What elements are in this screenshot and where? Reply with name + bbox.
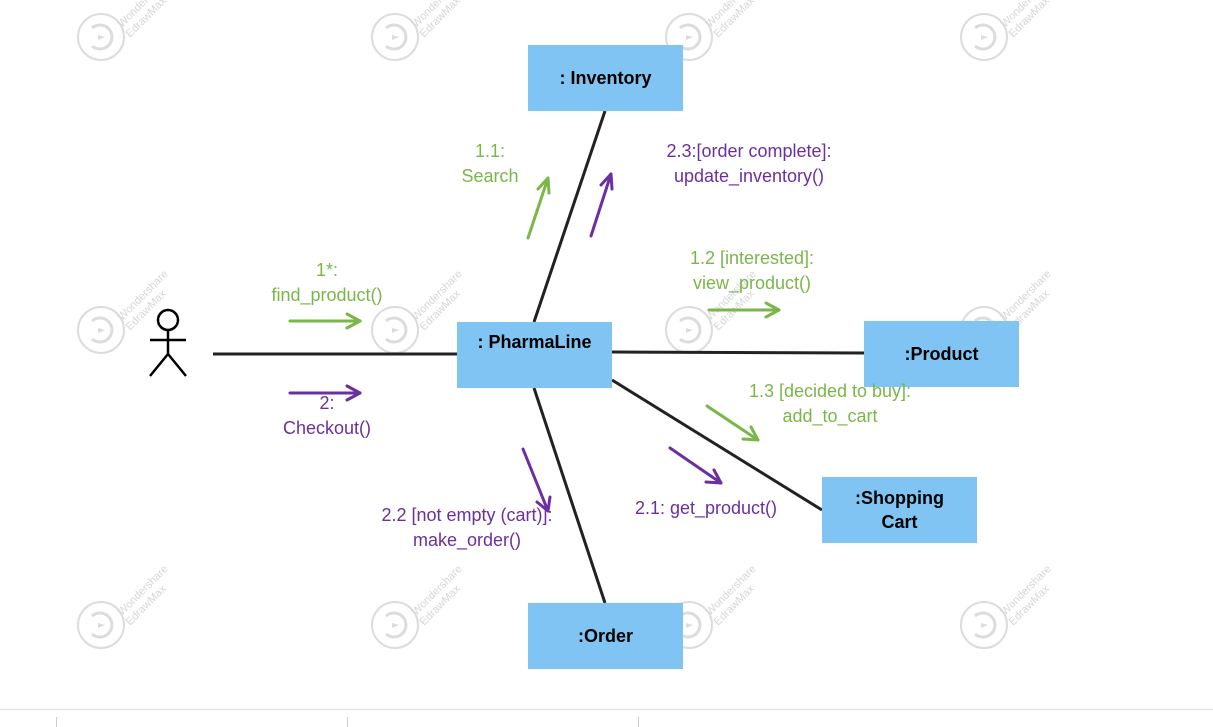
message-find-product-name: find_product()	[271, 285, 383, 305]
message-make-order-name: make_order()	[412, 530, 522, 550]
message-find-product: 1*: find_product()	[262, 258, 392, 308]
arrow-checkout	[288, 384, 362, 402]
message-view-product-number: 1.2 [interested]:	[689, 248, 815, 268]
node-order[interactable]: :Order	[528, 603, 683, 669]
message-update-inventory: 2.3:[order complete]: update_inventory()	[640, 139, 858, 189]
message-make-order-number: 2.2 [not empty (cart)]:	[381, 505, 553, 525]
message-find-product-number: 1*:	[315, 260, 339, 280]
message-view-product: 1.2 [interested]: view_product()	[672, 246, 832, 296]
message-update-inventory-number: 2.3:[order complete]:	[666, 141, 832, 161]
node-shopping-cart[interactable]: :Shopping Cart	[822, 477, 977, 543]
link-pharmaline-inventory[interactable]	[532, 110, 607, 323]
stick-figure-icon[interactable]	[149, 308, 187, 377]
node-shopping-cart-label-line2: Cart	[881, 512, 918, 532]
node-pharmaline-label: : PharmaLine	[477, 332, 592, 352]
message-checkout-name: Checkout()	[282, 418, 372, 438]
message-search-name: Search	[461, 166, 519, 186]
message-search: 1.1: Search	[440, 139, 540, 189]
message-make-order: 2.2 [not empty (cart)]: make_order()	[358, 503, 576, 553]
message-checkout: 2: Checkout()	[262, 391, 392, 441]
message-get-product-label: 2.1: get_product()	[634, 498, 778, 518]
arrow-update-inventory	[589, 172, 614, 238]
page-bottom-divider	[0, 709, 1213, 710]
page-ruler-tick	[56, 717, 57, 727]
arrow-find-product	[288, 312, 362, 330]
message-add-to-cart-name: add_to_cart	[782, 406, 878, 426]
node-product[interactable]: :Product	[864, 321, 1019, 387]
arrow-make-order	[521, 447, 552, 513]
node-inventory[interactable]: : Inventory	[528, 45, 683, 111]
node-shopping-cart-label-line1: :Shopping	[855, 488, 944, 508]
message-add-to-cart: 1.3 [decided to buy]: add_to_cart	[735, 379, 925, 429]
message-update-inventory-name: update_inventory()	[673, 166, 825, 186]
page-ruler-tick	[638, 717, 639, 727]
page-ruler-tick	[347, 717, 348, 727]
message-search-number: 1.1:	[474, 141, 506, 161]
arrow-add-to-cart	[705, 404, 760, 442]
message-view-product-name: view_product()	[692, 273, 812, 293]
message-get-product: 2.1: get_product()	[618, 496, 794, 521]
arrow-view-product	[707, 301, 781, 319]
message-checkout-number: 2:	[319, 393, 335, 413]
arrow-get-product	[668, 446, 723, 485]
link-pharmaline-order[interactable]	[532, 387, 607, 604]
link-pharmaline-product[interactable]	[611, 350, 865, 355]
node-pharmaline[interactable]: : PharmaLine	[457, 322, 612, 388]
message-add-to-cart-number: 1.3 [decided to buy]:	[748, 381, 912, 401]
arrow-search	[526, 176, 551, 240]
link-pharmaline-shopping-cart[interactable]	[611, 378, 823, 512]
